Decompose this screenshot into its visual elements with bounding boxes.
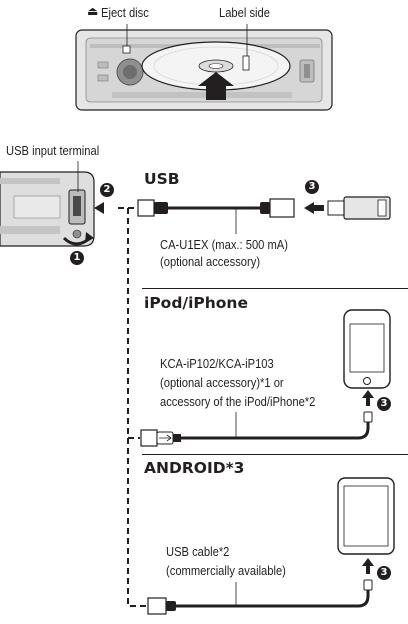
step-3-badge-iphone: 3 [377, 397, 391, 411]
head-unit-side [0, 171, 95, 247]
label-side-label: Label side [219, 5, 270, 20]
eject-disc-label: Eject disc [101, 5, 149, 20]
android-connect-arrow [362, 558, 374, 574]
usb-section-title: USB [144, 170, 180, 188]
android-section-title: ANDROID*3 [144, 459, 245, 477]
usb-cable-ca-u1ex [137, 198, 295, 234]
ipod-section-title: iPod/iPhone [144, 294, 248, 312]
plug-in-arrow [94, 202, 104, 214]
eject-icon: ⏏ [87, 4, 99, 18]
step-1-badge: 1 [70, 251, 84, 265]
android-cable [147, 579, 373, 615]
ipod-cable-line3: accessory of the iPod/iPhone*2 [160, 394, 316, 409]
divider-ipod [142, 288, 408, 289]
android-cable-line1: USB cable*2 [166, 544, 230, 559]
android-device [337, 477, 395, 555]
ipod-cable [140, 411, 373, 447]
usb-cable-note: (optional accessory) [160, 254, 261, 269]
android-cable-line2: (commercially available) [166, 563, 286, 578]
step-3-badge-usb: 3 [305, 180, 319, 194]
disc [141, 41, 291, 91]
cover-open-arrowhead [85, 232, 94, 243]
extension-cable [118, 207, 148, 607]
ipod-cable-line1: KCA-iP102/KCA-iP103 [160, 356, 274, 371]
insert-arrow [198, 72, 234, 100]
usb-drive-arrow [304, 202, 324, 214]
divider-android [142, 454, 408, 455]
iphone-connect-arrow [362, 390, 374, 406]
usb-input-terminal-label: USB input terminal [6, 143, 100, 158]
step-2-badge: 2 [100, 183, 114, 197]
usb-cable-model: CA-U1EX (max.: 500 mA) [160, 237, 288, 252]
usb-memory-stick [327, 196, 391, 220]
step-3-badge-android: 3 [377, 566, 391, 580]
ipod-cable-line2: (optional accessory)*1 or [160, 375, 284, 390]
iphone-device [343, 309, 391, 389]
